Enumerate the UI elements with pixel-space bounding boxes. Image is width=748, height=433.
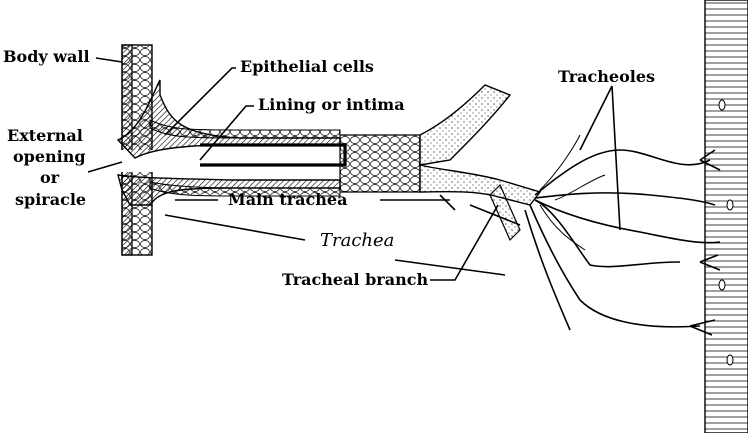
label-external-3: or xyxy=(40,168,60,187)
label-trachea: Trachea xyxy=(320,230,394,251)
label-lining: Lining or intima xyxy=(258,95,405,114)
muscle-fibre-structure xyxy=(705,0,748,433)
label-main-trachea: Main trachea xyxy=(228,190,347,209)
label-external-1: External xyxy=(7,126,83,145)
label-external-4: spiracle xyxy=(15,190,86,209)
label-body-wall: Body wall xyxy=(3,47,90,66)
label-external-2: opening xyxy=(13,147,86,166)
label-epithelial-cells: Epithelial cells xyxy=(240,57,374,76)
label-tracheal-branch: Tracheal branch xyxy=(282,270,428,289)
tracheoles-structure xyxy=(525,135,720,335)
label-tracheoles: Tracheoles xyxy=(558,67,655,86)
